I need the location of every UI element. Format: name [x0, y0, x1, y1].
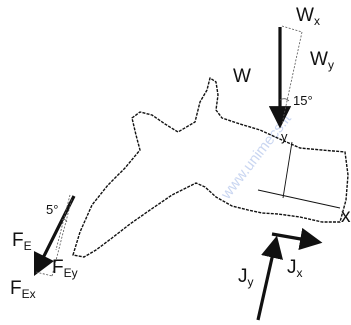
x-axis-label: x — [341, 206, 351, 227]
fey-label: FEy — [52, 257, 78, 280]
y-axis-label: y — [281, 129, 288, 144]
jx-label: Jx — [287, 257, 303, 280]
y-axis-line — [282, 141, 293, 199]
wx-label: Wx — [296, 5, 320, 28]
w-label: W — [233, 66, 251, 87]
body-outline — [72, 77, 349, 258]
jy-label: Jy — [238, 266, 254, 289]
wy-label: Wy — [310, 49, 334, 72]
x-axis-line — [257, 189, 341, 209]
watermark-text: www.unimecs.it — [217, 110, 295, 203]
jx-force-arrow — [271, 227, 323, 250]
angle-arc-w — [279, 98, 290, 102]
angle-label-w: 15° — [293, 93, 313, 108]
angle-arc-fe — [61, 218, 68, 223]
fex-component — [35, 271, 53, 277]
fe-force-arrow — [33, 195, 76, 277]
jy-force-arrow — [256, 235, 283, 321]
wx-component — [281, 25, 303, 33]
fey-component — [51, 197, 73, 277]
fex-label: FEx — [10, 278, 36, 301]
wy-component — [281, 31, 303, 125]
fe-label: FE — [12, 230, 32, 253]
angle-label-fe: 5° — [46, 202, 58, 217]
fe-reference-line — [55, 194, 71, 251]
